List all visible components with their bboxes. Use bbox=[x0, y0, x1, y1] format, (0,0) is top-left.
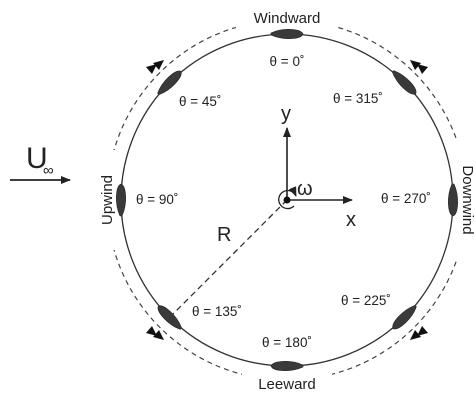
theta-180-label: θ = 180˚ bbox=[262, 335, 312, 350]
freestream-label: U bbox=[26, 142, 48, 175]
y-axis-label: y bbox=[281, 103, 291, 125]
blade-315 bbox=[392, 70, 417, 95]
blade-225 bbox=[392, 305, 417, 330]
theta-0-label: θ = 0˚ bbox=[270, 54, 305, 69]
blade-135 bbox=[157, 305, 182, 330]
theta-45-label: θ = 45˚ bbox=[179, 94, 221, 109]
omega-label: ω bbox=[297, 178, 313, 200]
theta-315-label: θ = 315˚ bbox=[333, 91, 383, 106]
windward-label: Windward bbox=[254, 10, 321, 27]
theta-90-label: θ = 90˚ bbox=[136, 192, 178, 207]
blade-270 bbox=[448, 183, 458, 217]
radius-line bbox=[169, 199, 288, 318]
x-axis-label: x bbox=[346, 209, 356, 231]
rotation-direction-arrows bbox=[146, 60, 428, 340]
upwind-label: Upwind bbox=[99, 175, 116, 225]
blade-0 bbox=[270, 29, 304, 39]
theta-270-label: θ = 270˚ bbox=[381, 191, 431, 206]
blade-group bbox=[116, 29, 458, 371]
center-point bbox=[283, 196, 291, 204]
blade-90 bbox=[116, 183, 126, 217]
radius-label: R bbox=[217, 224, 231, 246]
blade-45 bbox=[157, 70, 182, 95]
downwind-label: Downwind bbox=[459, 165, 475, 234]
leeward-label: Leeward bbox=[258, 376, 316, 393]
freestream: U ∞ bbox=[10, 142, 71, 184]
blade-180 bbox=[270, 361, 304, 371]
freestream-subscript: ∞ bbox=[43, 162, 54, 179]
theta-135-label: θ = 135˚ bbox=[192, 304, 242, 319]
omega-arc bbox=[278, 186, 297, 210]
theta-225-label: θ = 225˚ bbox=[341, 293, 391, 308]
